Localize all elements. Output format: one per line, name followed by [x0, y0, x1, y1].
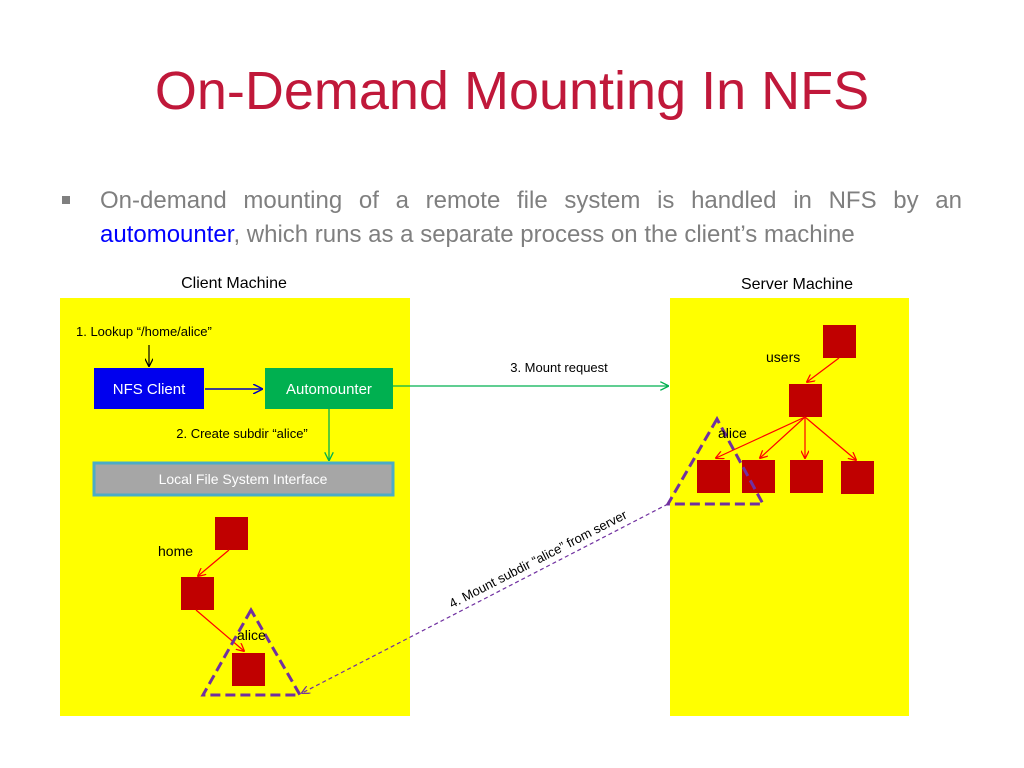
client-edge-home-alice — [195, 609, 244, 651]
step2-label: 2. Create subdir “alice” — [176, 426, 308, 441]
bullet-line-1: On-demand mounting of a remote file syst… — [100, 187, 962, 214]
server-child4-node — [841, 461, 874, 494]
step4-label: 4. Mount subdir “alice” from server — [447, 507, 630, 611]
client-panel — [60, 298, 410, 716]
bullet-paragraph: On-demand mounting of a remote file syst… — [62, 184, 962, 252]
server-alice-label: alice — [718, 425, 747, 441]
server-edge-users-child1 — [716, 416, 806, 458]
home-label: home — [158, 543, 193, 559]
client-root-node — [215, 517, 248, 550]
mount-subdir-arrow — [302, 503, 669, 693]
client-heading: Client Machine — [181, 275, 287, 292]
server-edge-root-users — [807, 357, 840, 382]
local-fs-box — [92, 461, 395, 497]
server-child2-node — [742, 460, 775, 493]
step1-label: 1. Lookup “/home/alice” — [76, 324, 212, 339]
server-mount-triangle — [665, 415, 766, 506]
client-home-node — [181, 577, 214, 610]
slide-title: On-Demand Mounting In NFS — [154, 61, 870, 121]
step3-label: 3. Mount request — [510, 360, 608, 375]
server-edge-users-child2 — [760, 416, 806, 458]
bullet-keyword: automounter — [100, 221, 234, 248]
bullet-square-icon — [62, 196, 70, 204]
automounter-label: Automounter — [286, 381, 372, 398]
bullet-text: On-demand mounting of a remote file syst… — [100, 184, 962, 252]
server-heading: Server Machine — [741, 276, 853, 293]
client-alice-node — [232, 653, 265, 686]
server-child3-node — [790, 460, 823, 493]
client-alice-label: alice — [237, 627, 266, 643]
client-edge-root-home — [198, 549, 230, 576]
server-users-node — [789, 384, 822, 417]
local-fs-label: Local File System Interface — [159, 471, 328, 487]
nfs-client-label: NFS Client — [113, 381, 186, 398]
nfs-client-box — [94, 368, 204, 409]
users-label: users — [766, 349, 800, 365]
client-mount-triangle — [200, 606, 303, 697]
server-alice-node — [697, 460, 730, 493]
server-root-node — [823, 325, 856, 358]
server-panel — [670, 298, 909, 716]
server-edge-users-child4 — [804, 416, 856, 460]
automounter-box — [265, 368, 393, 409]
bullet-rest: , which runs as a separate process on th… — [233, 221, 855, 248]
